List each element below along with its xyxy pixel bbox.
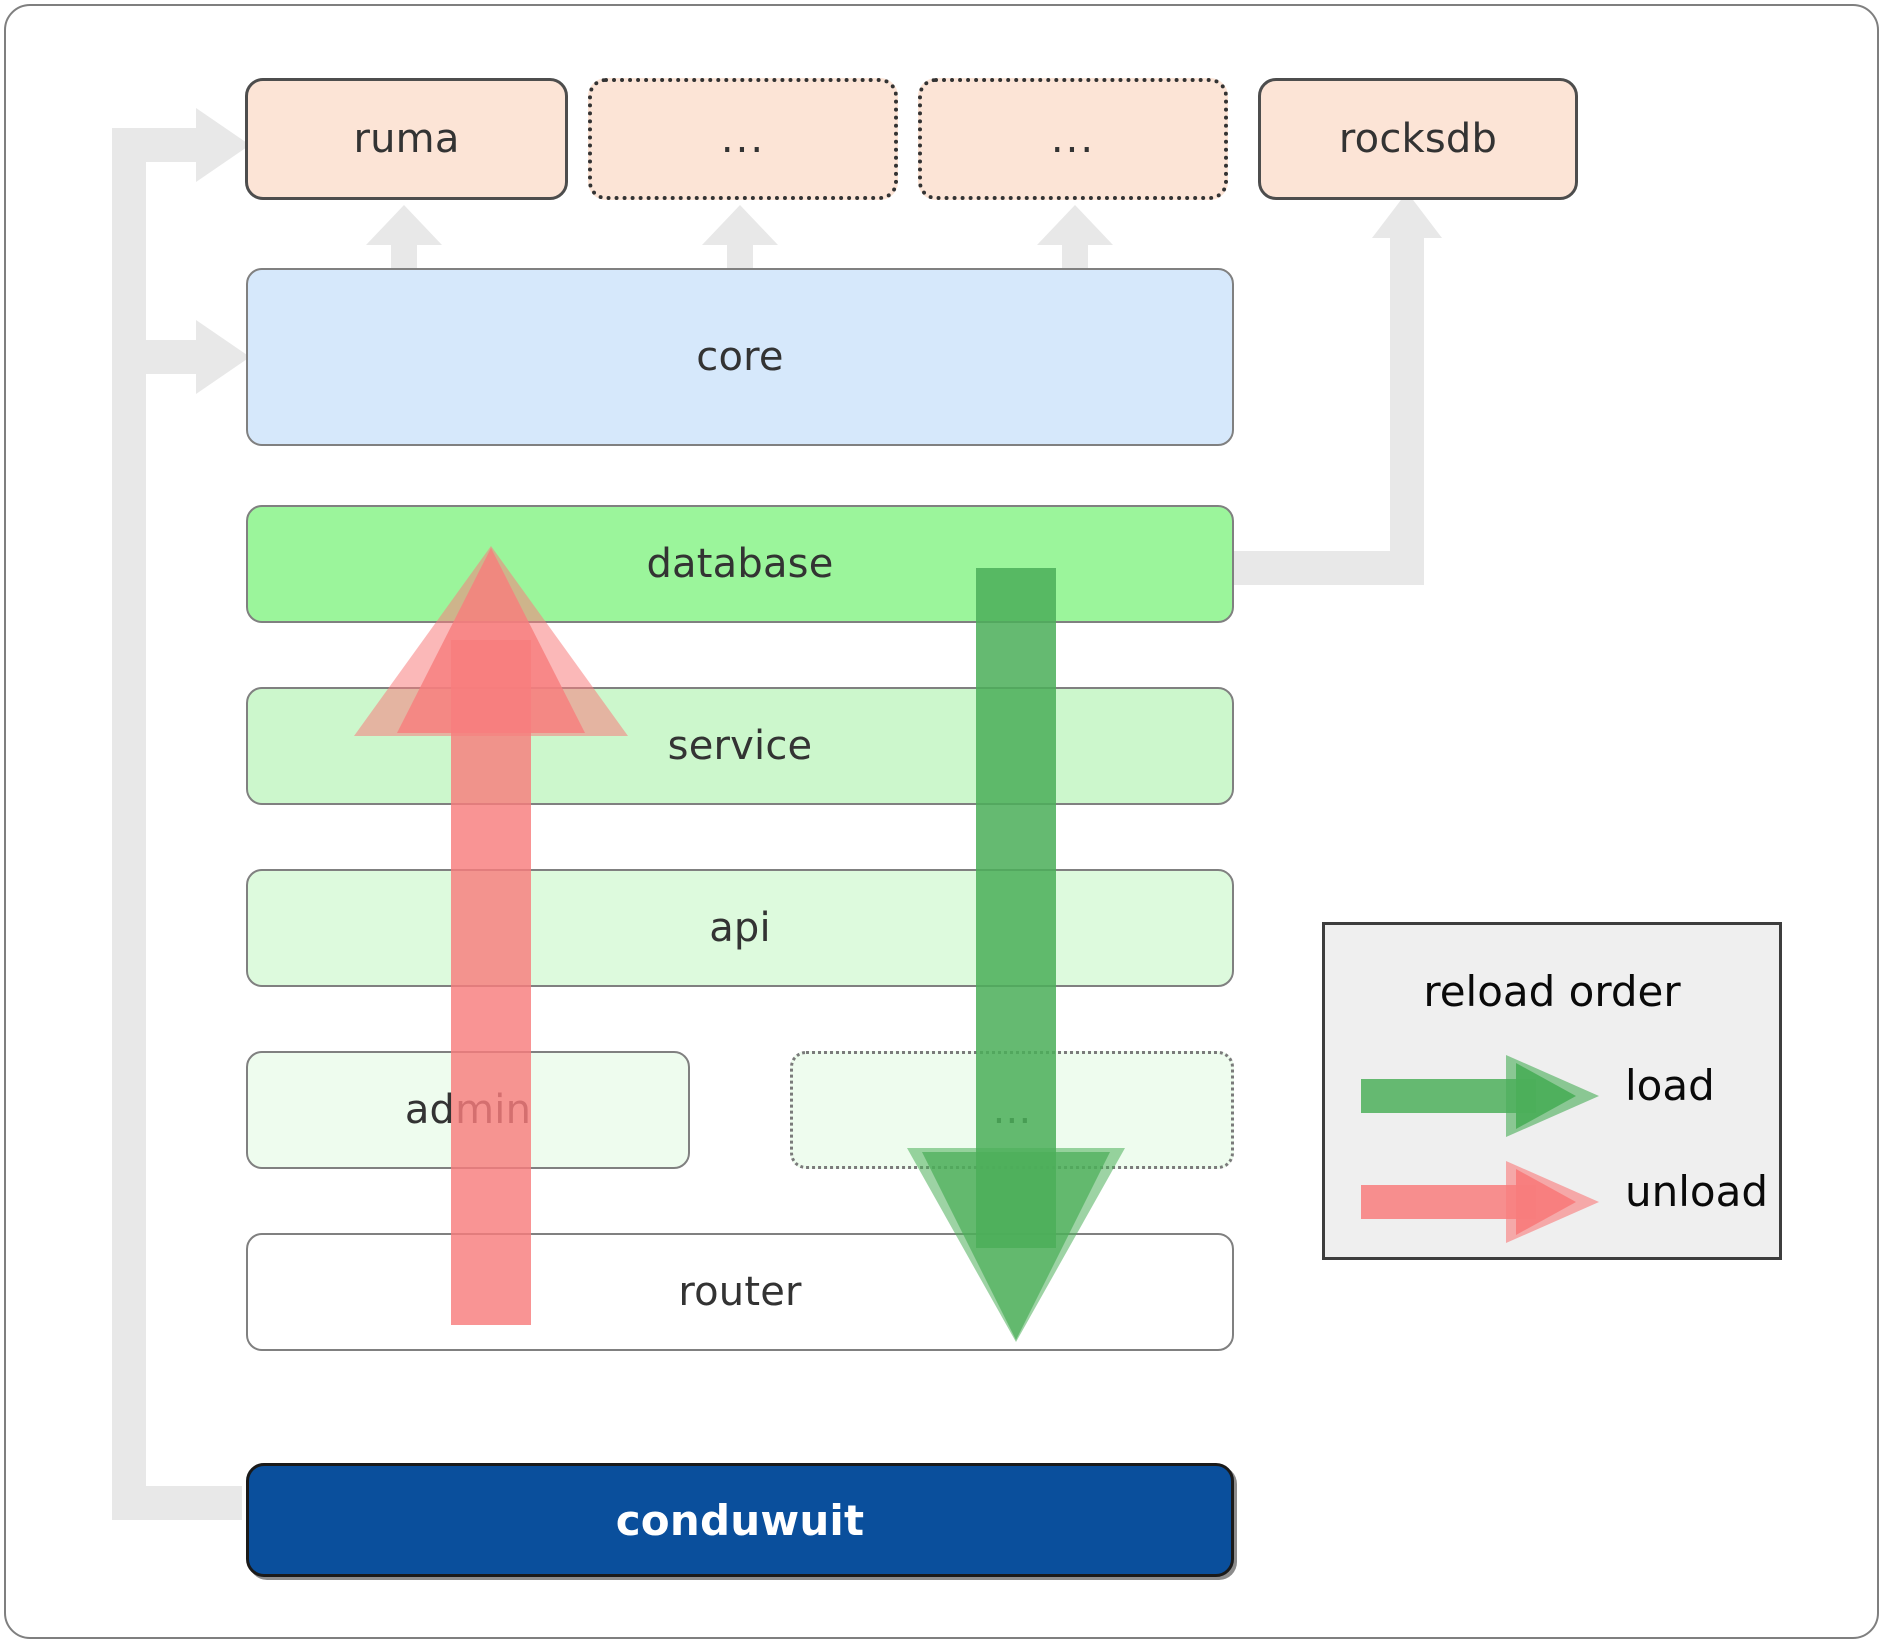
dependency-label-ruma: ruma	[353, 116, 460, 162]
layer-box-router[interactable]: router	[246, 1233, 1234, 1351]
diagram-frame	[4, 4, 1879, 1639]
root-label-conduwuit: conduwuit	[615, 1495, 865, 1545]
layer-box-service[interactable]: service	[246, 687, 1234, 805]
layer-box-placeholder-mid[interactable]: ...	[790, 1051, 1234, 1169]
legend-unload-arrow-icon	[1361, 1161, 1599, 1243]
dependency-label-placeholder-1: ...	[720, 116, 766, 162]
layer-label-admin: admin	[404, 1087, 532, 1133]
dependency-box-placeholder-1[interactable]: ...	[588, 78, 898, 200]
legend-panel: reload order load unload	[1322, 922, 1782, 1260]
layer-box-database[interactable]: database	[246, 505, 1234, 623]
layer-label-placeholder-mid: ...	[992, 1087, 1032, 1133]
layer-label-router: router	[678, 1269, 802, 1315]
layer-label-service: service	[667, 723, 813, 769]
dependency-box-ruma[interactable]: ruma	[245, 78, 568, 200]
legend-label-load: load	[1625, 1061, 1715, 1110]
root-box-conduwuit[interactable]: conduwuit	[246, 1463, 1234, 1577]
dependency-label-rocksdb: rocksdb	[1338, 116, 1498, 162]
legend-row-load: load	[1325, 1053, 1779, 1139]
layer-box-admin[interactable]: admin	[246, 1051, 690, 1169]
legend-label-unload: unload	[1625, 1167, 1769, 1216]
layer-box-core[interactable]: core	[246, 268, 1234, 446]
legend-load-arrow-icon	[1361, 1055, 1599, 1137]
dependency-box-rocksdb[interactable]: rocksdb	[1258, 78, 1578, 200]
legend-row-unload: unload	[1325, 1159, 1779, 1245]
layer-box-api[interactable]: api	[246, 869, 1234, 987]
legend-title: reload order	[1423, 967, 1681, 1016]
dependency-box-placeholder-2[interactable]: ...	[918, 78, 1228, 200]
layer-label-database: database	[646, 541, 834, 587]
dependency-label-placeholder-2: ...	[1050, 116, 1096, 162]
legend-load-arrow-wrap	[1361, 1053, 1611, 1139]
legend-unload-arrow-wrap	[1361, 1159, 1611, 1245]
layer-label-api: api	[709, 905, 771, 951]
layer-label-core: core	[696, 334, 784, 380]
